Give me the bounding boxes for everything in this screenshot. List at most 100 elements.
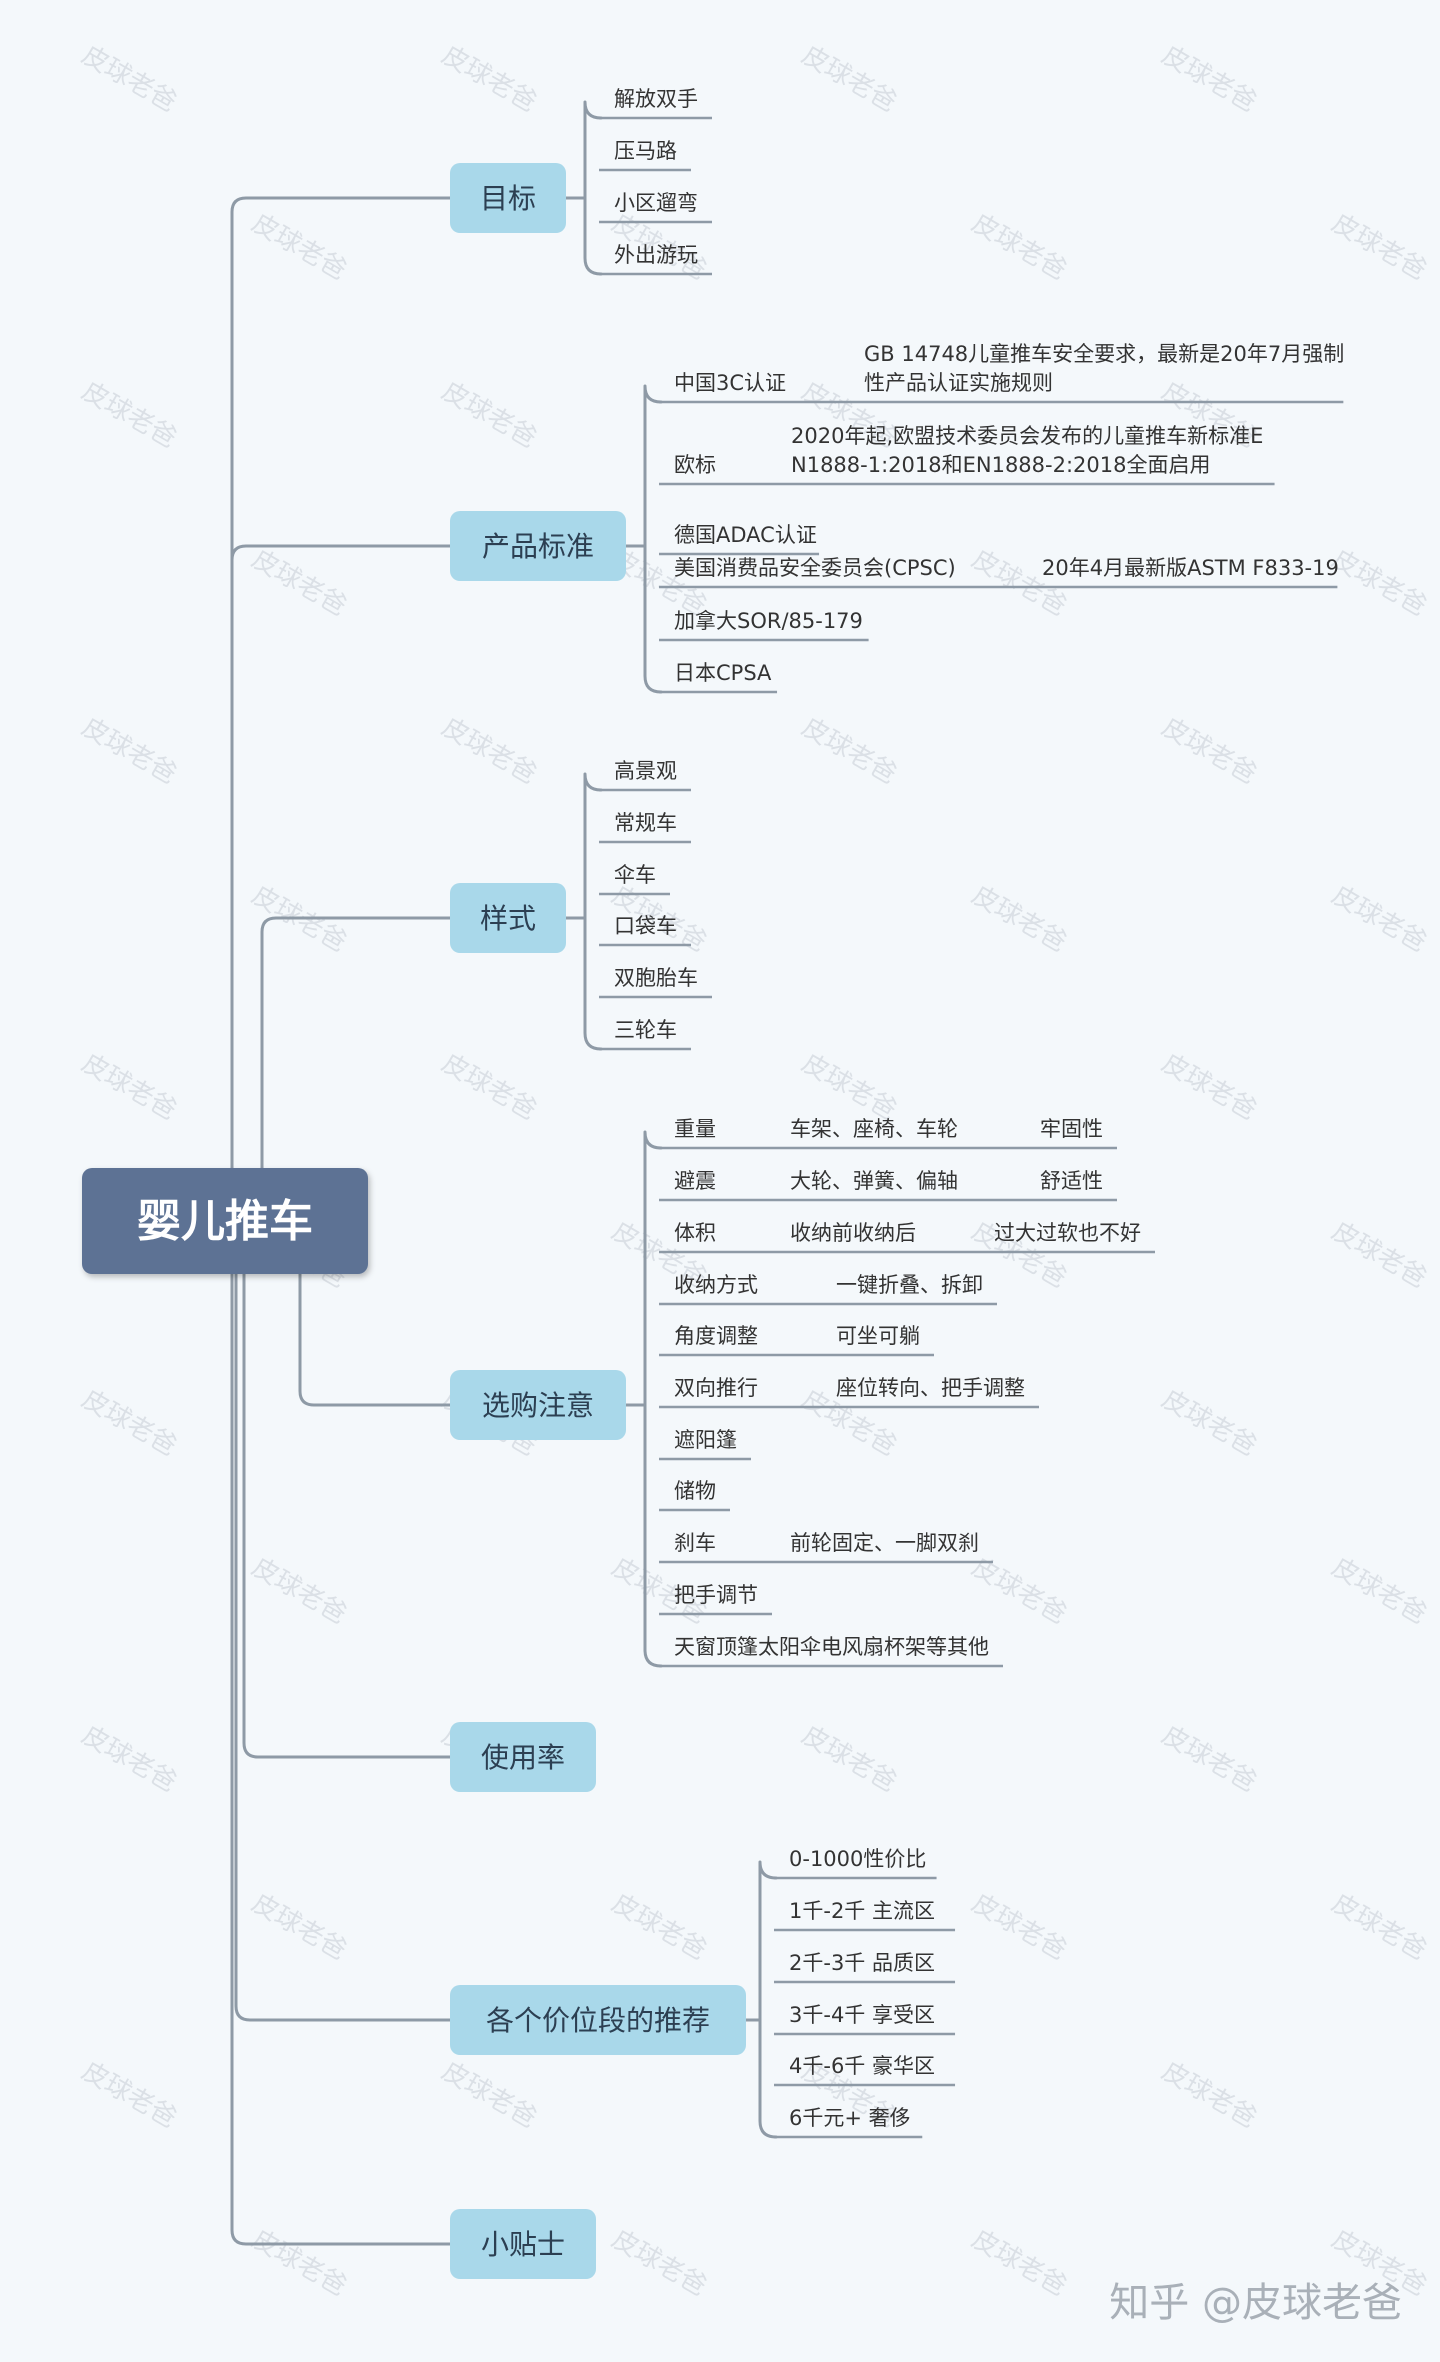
leaf-text-standard-3-1: 20年4月最新版ASTM F833-19 <box>1042 556 1339 580</box>
leaf-text-buying-5-0: 双向推行 <box>674 1376 758 1400</box>
leaf-text-price-4-0: 4千-6千 豪华区 <box>789 2054 935 2078</box>
leaf-buying-4[interactable]: 角度调整可坐可躺 <box>659 1324 934 1357</box>
rail-goal <box>583 100 603 276</box>
branch-label-goal: 目标 <box>480 182 536 215</box>
watermark-text: 皮球老爸 <box>437 376 542 454</box>
leaf-goal-0[interactable]: 解放双手 <box>599 87 712 120</box>
watermark-text: 皮球老爸 <box>247 544 352 622</box>
watermark-text: 皮球老爸 <box>1327 208 1432 286</box>
leaf-text-price-3-0: 3千-4千 享受区 <box>789 2003 935 2027</box>
leaf-buying-1[interactable]: 避震大轮、弹簧、偏轴舒适性 <box>659 1169 1117 1202</box>
connector-buying <box>298 1272 452 1407</box>
leaf-price-5[interactable]: 6千元+ 奢侈 <box>774 2106 923 2139</box>
leaf-buying-6[interactable]: 遮阳篷 <box>659 1428 751 1461</box>
leaf-standard-3[interactable]: 美国消费品安全委员会(CPSC) 20年4月最新版ASTM F833-19 <box>659 556 1339 589</box>
leaf-text-standard-1-0: 欧标 <box>674 453 716 477</box>
rail-price <box>758 1860 778 2139</box>
branch-box-goal <box>450 163 566 233</box>
watermark-text: 皮球老爸 <box>1327 1888 1432 1966</box>
leaf-text-price-2-0: 2千-3千 品质区 <box>789 1951 935 1975</box>
leaf-text-style-4-0: 双胞胎车 <box>614 966 698 990</box>
leaf-text-standard-3-0: 美国消费品安全委员会(CPSC) <box>674 556 956 580</box>
leaf-style-0[interactable]: 高景观 <box>599 759 691 792</box>
watermark-text: 皮球老爸 <box>437 712 542 790</box>
leaf-buying-0[interactable]: 重量车架、座椅、车轮牢固性 <box>659 1117 1117 1150</box>
leaf-style-5[interactable]: 三轮车 <box>599 1018 691 1051</box>
leaf-goal-1[interactable]: 压马路 <box>599 139 691 172</box>
leaf-text-buying-0-0: 重量 <box>674 1117 716 1141</box>
leaf-text-style-2-0: 伞车 <box>614 863 656 887</box>
leaf-buying-7[interactable]: 储物 <box>659 1479 730 1512</box>
branch-label-style: 样式 <box>480 902 536 935</box>
watermark-text: 皮球老爸 <box>247 2224 352 2302</box>
leaf-text-style-5-0: 三轮车 <box>614 1018 677 1042</box>
watermark-text: 皮球老爸 <box>607 1888 712 1966</box>
leaf-buying-2[interactable]: 体积收纳前收纳后过大过软也不好 <box>659 1221 1155 1254</box>
leaf-text-standard-0-1-line0: GB 14748儿童推车安全要求，最新是20年7月强制 <box>864 342 1344 366</box>
leaf-standard-1[interactable]: 欧标2020年起,欧盟技术委员会发布的儿童推车新标准EN1888-1:2018和… <box>659 424 1275 486</box>
watermark-text: 皮球老爸 <box>437 2056 542 2134</box>
leaf-buying-3[interactable]: 收纳方式 一键折叠、拆卸 <box>659 1273 997 1306</box>
leaf-buying-10[interactable]: 天窗顶篷太阳伞电风扇杯架等其他 <box>659 1635 1003 1668</box>
watermark-text: 皮球老爸 <box>797 1048 902 1126</box>
watermark-text: 皮球老爸 <box>247 208 352 286</box>
leaf-text-buying-4-0: 角度调整 <box>674 1324 758 1348</box>
root-node-box <box>82 1168 368 1274</box>
leaf-price-2[interactable]: 2千-3千 品质区 <box>774 1951 956 1984</box>
leaf-price-4[interactable]: 4千-6千 豪华区 <box>774 2054 956 2087</box>
leaf-price-3[interactable]: 3千-4千 享受区 <box>774 2003 956 2036</box>
leaf-buying-9[interactable]: 把手调节 <box>659 1583 772 1616</box>
leaf-buying-8[interactable]: 刹车前轮固定、一脚双刹 <box>659 1531 993 1564</box>
watermark-text: 皮球老爸 <box>1157 2056 1262 2134</box>
leaf-style-3[interactable]: 口袋车 <box>599 914 691 947</box>
leaf-standard-2[interactable]: 德国ADAC认证 <box>659 523 820 556</box>
branch-label-buying: 选购注意 <box>482 1389 594 1422</box>
leaf-style-1[interactable]: 常规车 <box>599 811 691 844</box>
watermark-text: 皮球老爸 <box>797 712 902 790</box>
branch-box-usage <box>450 1722 596 1792</box>
leaf-standard-4[interactable]: 加拿大SOR/85-179 <box>659 609 869 642</box>
branch-box-standard <box>450 511 626 581</box>
watermark-text: 皮球老爸 <box>77 40 182 118</box>
root-node[interactable]: 婴儿推车 <box>82 1168 368 1274</box>
watermark-text: 皮球老爸 <box>1157 1384 1262 1462</box>
connector-standard <box>230 544 452 1170</box>
watermark-text: 皮球老爸 <box>437 1048 542 1126</box>
leaf-price-0[interactable]: 0-1000性价比 <box>774 1847 937 1880</box>
leaf-style-2[interactable]: 伞车 <box>599 863 670 896</box>
leaf-text-buying-5-1: 座位转向、把手调整 <box>836 1376 1025 1400</box>
branch-node-goal[interactable]: 目标 <box>450 163 566 233</box>
watermark-text: 皮球老爸 <box>967 208 1072 286</box>
leaf-price-1[interactable]: 1千-2千 主流区 <box>774 1899 956 1932</box>
leaf-standard-5[interactable]: 日本CPSA <box>659 661 778 694</box>
rail-buying <box>643 1130 663 1668</box>
watermark-text: 皮球老爸 <box>437 40 542 118</box>
branch-node-buying[interactable]: 选购注意 <box>450 1370 626 1440</box>
watermark-text: 皮球老爸 <box>247 1552 352 1630</box>
branch-node-price[interactable]: 各个价位段的推荐 <box>450 1985 746 2055</box>
branch-label-tips: 小贴士 <box>481 2228 565 2261</box>
branch-node-standard[interactable]: 产品标准 <box>450 511 626 581</box>
leaf-buying-5[interactable]: 双向推行 座位转向、把手调整 <box>659 1376 1039 1409</box>
branch-node-tips[interactable]: 小贴士 <box>450 2209 596 2279</box>
branch-box-style <box>450 883 566 953</box>
leaf-text-style-3-0: 口袋车 <box>614 914 677 938</box>
leaf-goal-2[interactable]: 小区遛弯 <box>599 191 712 224</box>
leaf-text-buying-1-1: 大轮、弹簧、偏轴 <box>790 1169 958 1193</box>
leaf-text-buying-8-0: 刹车 <box>674 1531 716 1555</box>
leaf-text-buying-2-0: 体积 <box>674 1221 716 1245</box>
connector-goal <box>230 196 452 1170</box>
leaf-text-buying-3-1: 一键折叠、拆卸 <box>836 1273 983 1297</box>
watermark-text: 皮球老爸 <box>1157 1720 1262 1798</box>
leaf-style-4[interactable]: 双胞胎车 <box>599 966 712 999</box>
leaf-text-buying-3-0: 收纳方式 <box>674 1273 758 1297</box>
watermark-text: 皮球老爸 <box>967 2224 1072 2302</box>
connector-lines <box>230 100 778 2246</box>
leaf-text-buying-1-0: 避震 <box>674 1169 716 1193</box>
watermark-text: 皮球老爸 <box>1327 544 1432 622</box>
branch-node-style[interactable]: 样式 <box>450 883 566 953</box>
leaf-goal-3[interactable]: 外出游玩 <box>599 243 712 276</box>
branch-node-usage[interactable]: 使用率 <box>450 1722 596 1792</box>
